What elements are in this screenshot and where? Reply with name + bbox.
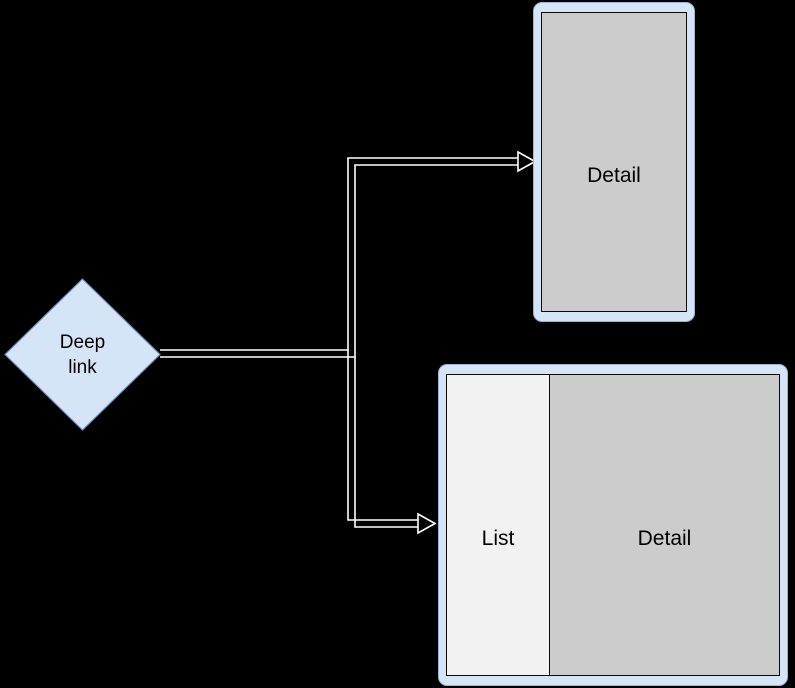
expanded-detail-label: Detail xyxy=(637,527,692,550)
diamond-shape xyxy=(4,278,161,431)
node-expanded-device[interactable]: List Detail xyxy=(438,364,788,686)
expanded-list-pane[interactable]: List xyxy=(447,375,550,675)
edge-deep-link-to-detail xyxy=(160,157,518,351)
edge-deep-link-to-list-detail-inner xyxy=(354,357,418,528)
edge-deep-link-to-detail-inner xyxy=(160,164,518,358)
arrowhead-to-list-detail-icon xyxy=(417,512,437,535)
compact-device-screen: Detail xyxy=(541,12,687,312)
expanded-device-screen: List Detail xyxy=(446,374,780,676)
compact-detail-label: Detail xyxy=(587,164,641,187)
expanded-list-label: List xyxy=(481,527,515,550)
compact-detail-pane[interactable]: Detail xyxy=(542,13,686,311)
node-deep-link[interactable]: Deep link xyxy=(4,278,161,431)
node-compact-device[interactable]: Detail xyxy=(533,2,695,322)
expanded-detail-pane[interactable]: Detail xyxy=(550,375,779,675)
edge-deep-link-to-list-detail xyxy=(347,350,418,521)
